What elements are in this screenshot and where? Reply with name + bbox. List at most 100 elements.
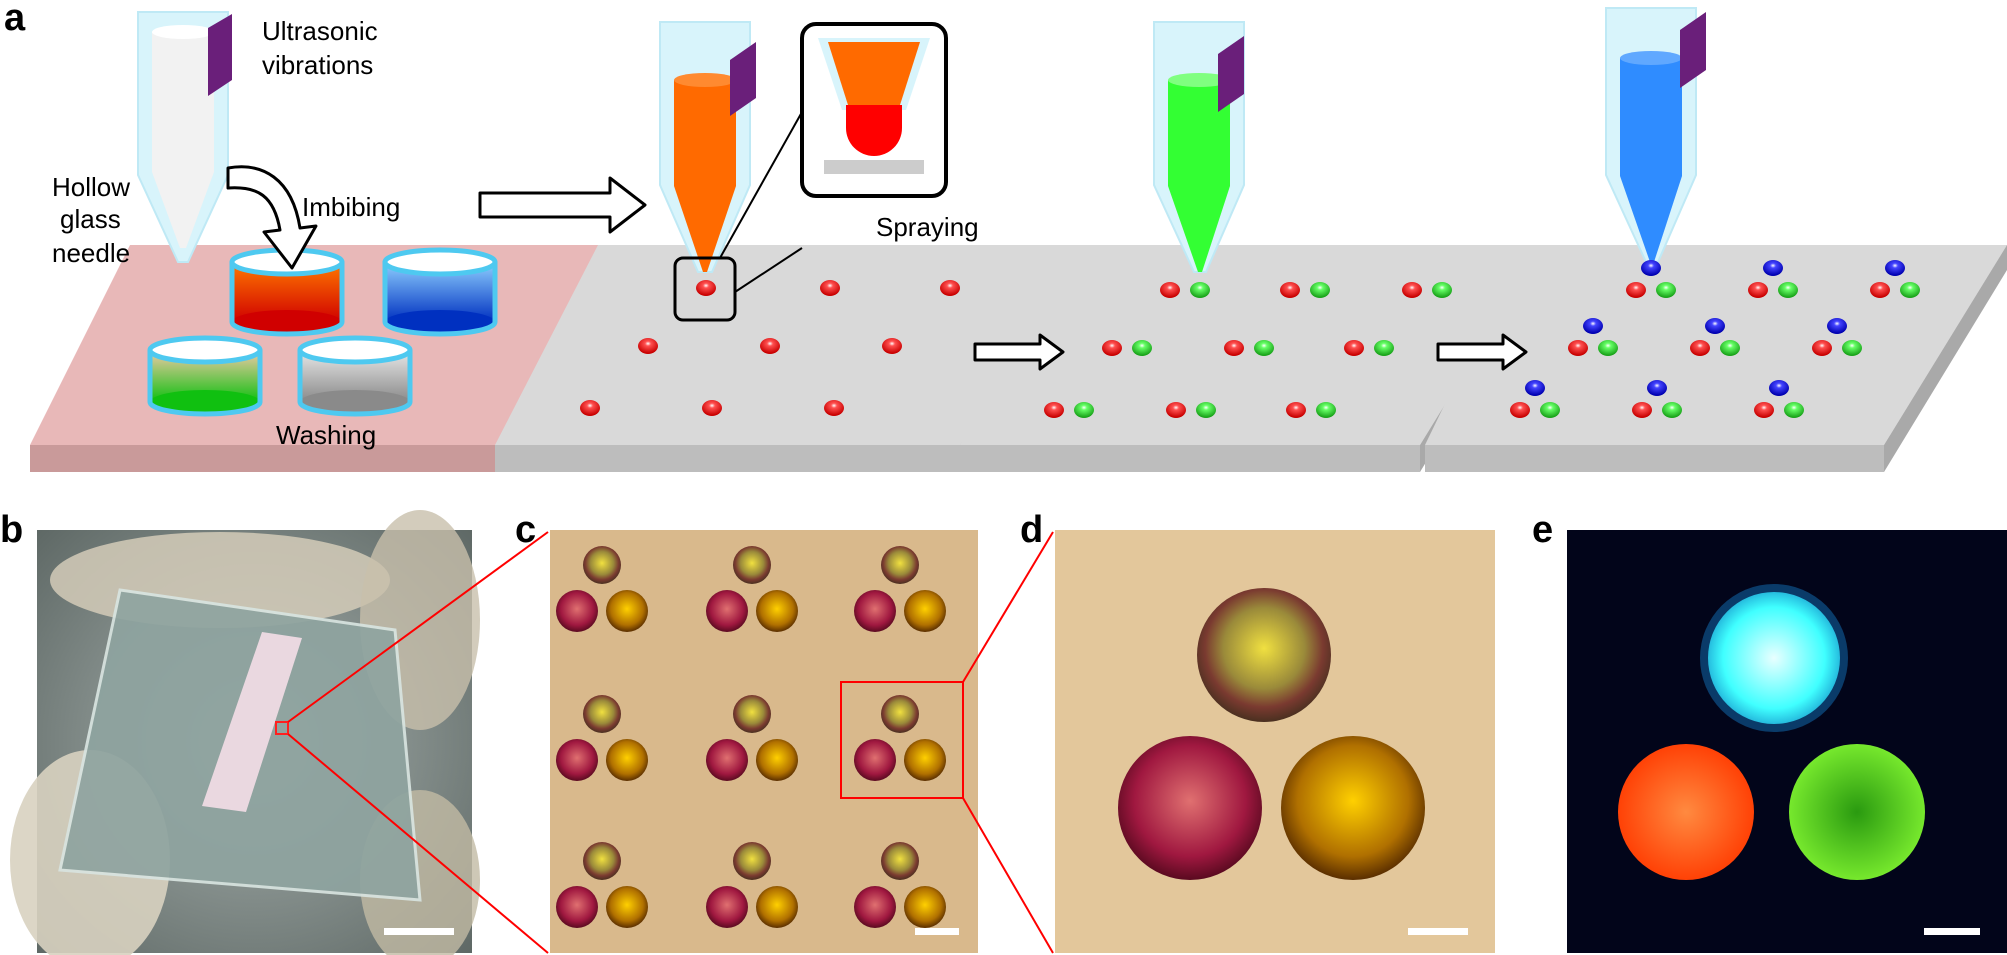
- panel-label-d: d: [1020, 509, 1043, 551]
- droplet-red: [1510, 402, 1530, 418]
- scale-bar: [1408, 928, 1468, 935]
- droplet-red: [580, 400, 600, 416]
- droplet-blue: [1647, 380, 1667, 396]
- droplet-green: [1720, 340, 1740, 356]
- right-arrow-icon: [1436, 333, 1528, 371]
- droplet-blue: [1525, 380, 1545, 396]
- droplet-red: [1632, 402, 1652, 418]
- micro-droplet-top: [881, 546, 919, 584]
- label-washing: Washing: [276, 420, 376, 450]
- micro-droplet-top: [733, 546, 771, 584]
- photo-slide: [10, 510, 480, 955]
- droplet-green: [1662, 402, 1682, 418]
- droplet-blue: [1769, 380, 1789, 396]
- micro-droplet-top: [583, 546, 621, 584]
- micro-droplet-yellow: [904, 590, 946, 632]
- droplet-green: [1196, 402, 1216, 418]
- right-arrow-icon: [973, 333, 1065, 371]
- micro-droplet-top: [583, 842, 621, 880]
- curved-arrow-icon: [226, 165, 318, 270]
- micrograph-array: [550, 530, 978, 953]
- droplet-red: [702, 400, 722, 416]
- droplet-red: [1870, 282, 1890, 298]
- droplet-red: [1102, 340, 1122, 356]
- micro-droplet-yellow: [606, 590, 648, 632]
- micro-droplet-top: [583, 695, 621, 733]
- droplet-red: [1402, 282, 1422, 298]
- micro-droplet-yellow: [756, 886, 798, 928]
- zoom-line: [962, 531, 1054, 683]
- label-ultrasonic-1: Ultrasonic: [262, 16, 378, 46]
- scale-bar: [1924, 928, 1980, 935]
- droplet-red: [638, 338, 658, 354]
- droplet-green: [1374, 340, 1394, 356]
- droplet-green: [1784, 402, 1804, 418]
- droplet-green: [1254, 340, 1274, 356]
- droplet-red: [882, 338, 902, 354]
- panel-label-c: c: [515, 509, 536, 551]
- needle-blue: [1605, 7, 1706, 263]
- right-arrow-icon: [478, 176, 647, 234]
- droplet-blue: [1763, 260, 1783, 276]
- droplet-blue: [1885, 260, 1905, 276]
- micro-droplet-red: [854, 739, 896, 781]
- micrograph-zoom: [1055, 530, 1495, 953]
- platform-spray-blue: [1425, 245, 2007, 472]
- droplet-green: [1900, 282, 1920, 298]
- droplet-green: [1432, 282, 1452, 298]
- panel-label-e: e: [1532, 509, 1553, 551]
- label-ultrasonic-2: vibrations: [262, 50, 373, 80]
- droplet-red: [940, 280, 960, 296]
- micro-droplet-yellow: [756, 590, 798, 632]
- zoom-box: [840, 681, 964, 799]
- cup-gray: [297, 335, 413, 417]
- zoom-line: [287, 733, 549, 954]
- droplet-red: [1748, 282, 1768, 298]
- panel-label-a: a: [4, 0, 26, 39]
- fluorescence-image: [1567, 530, 2007, 953]
- droplet-red: [1568, 340, 1588, 356]
- micro-droplet-red: [854, 886, 896, 928]
- cup-green: [147, 335, 263, 417]
- droplet-red: [1166, 402, 1186, 418]
- micro-droplet-yellow: [756, 739, 798, 781]
- micro-droplet-red: [556, 739, 598, 781]
- droplet-blue: [1827, 318, 1847, 334]
- droplet-red: [1626, 282, 1646, 298]
- droplet-red: [1812, 340, 1832, 356]
- droplet-red: [1754, 402, 1774, 418]
- cup-blue: [382, 247, 498, 337]
- panel-label-b: b: [0, 509, 23, 551]
- zoom-line: [962, 797, 1054, 954]
- droplet-green: [1132, 340, 1152, 356]
- label-needle-2: glass: [60, 204, 121, 234]
- zoom-box: [275, 721, 289, 735]
- droplet-red: [1690, 340, 1710, 356]
- droplet-blue: [1641, 260, 1661, 276]
- droplet-green: [1074, 402, 1094, 418]
- micro-droplet-top: [881, 842, 919, 880]
- needle-orange: [659, 21, 756, 273]
- printed-array: [202, 632, 302, 812]
- droplet-red: [1344, 340, 1364, 356]
- scale-bar: [915, 928, 959, 935]
- droplet-red: [1286, 402, 1306, 418]
- spray-zoom-inset: [673, 22, 948, 322]
- droplet-array: [580, 260, 1920, 418]
- droplet-red: [1044, 402, 1064, 418]
- droplet-green: [1316, 402, 1336, 418]
- micro-droplet-red: [854, 590, 896, 632]
- droplet-blue: [1583, 318, 1603, 334]
- label-needle-3: needle: [52, 238, 130, 268]
- scale-bar: [384, 928, 454, 935]
- droplet-green: [1310, 282, 1330, 298]
- droplet-red: [1280, 282, 1300, 298]
- droplet-red: [760, 338, 780, 354]
- droplet-red: [820, 280, 840, 296]
- micro-droplet-top: [881, 695, 919, 733]
- droplet-green: [1656, 282, 1676, 298]
- micro-droplet-red: [706, 886, 748, 928]
- droplet-red: [824, 400, 844, 416]
- droplet-red: [1160, 282, 1180, 298]
